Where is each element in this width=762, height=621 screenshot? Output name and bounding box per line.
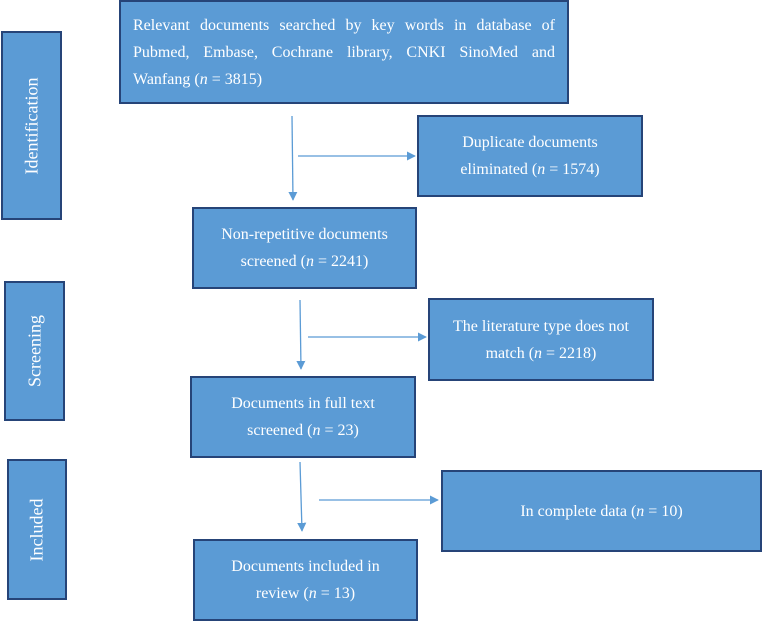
- full-text-n-value: = 23): [320, 422, 359, 439]
- full-text-line1: Documents in full text: [231, 395, 375, 412]
- incomplete-line1: In complete data (: [520, 502, 637, 520]
- incomplete-n-value: = 10): [644, 502, 683, 520]
- box-literature-type: The literature type does not match (n = …: [428, 298, 654, 381]
- non-repetitive-line1: Non-repetitive documents: [221, 226, 388, 243]
- included-line2-text: review (: [255, 585, 309, 602]
- full-text-n-label: n: [312, 422, 321, 439]
- box-full-text-documents: Documents in full text screened (n = 23): [190, 376, 416, 458]
- included-line2: review (n = 13): [231, 580, 379, 607]
- included-n-value: = 13): [316, 585, 356, 602]
- non-repetitive-line2-text: screened (: [240, 253, 306, 270]
- relevant-n-value: = 3815): [207, 70, 263, 88]
- literature-type-n-label: n: [534, 344, 543, 362]
- duplicate-n-label: n: [537, 161, 546, 178]
- full-text-line2-text: screened (: [247, 422, 313, 439]
- box-incomplete-data: In complete data (n = 10): [441, 470, 762, 552]
- full-text-line2: screened (n = 23): [231, 417, 375, 444]
- duplicate-n-value: = 1574): [545, 161, 600, 178]
- duplicate-line2: eliminated (n = 1574): [460, 156, 599, 183]
- included-line1: Documents included in: [231, 558, 380, 575]
- stage-included: Included: [7, 459, 67, 600]
- stage-screening-label: Screening: [24, 315, 44, 387]
- non-repetitive-line2: screened (n = 2241): [221, 248, 388, 275]
- arrow-nonrepetitive-to-fulltext: [296, 299, 306, 370]
- literature-type-line2: match (n = 2218): [453, 340, 629, 367]
- incomplete-n-label: n: [636, 502, 645, 520]
- box-relevant-documents: Relevant documents searched by key words…: [119, 0, 569, 104]
- literature-type-line1: The literature type does not: [453, 317, 629, 335]
- non-repetitive-n-value: = 2241): [313, 253, 369, 270]
- stage-included-label: Included: [26, 498, 47, 561]
- box-duplicate-documents-text: Duplicate documents eliminated (n = 1574…: [460, 129, 599, 183]
- box-documents-included-text: Documents included in review (n = 13): [231, 553, 379, 607]
- stage-identification: Identification: [1, 31, 62, 220]
- box-duplicate-documents: Duplicate documents eliminated (n = 1574…: [417, 115, 643, 197]
- box-literature-type-text: The literature type does not match (n = …: [453, 313, 629, 367]
- duplicate-line1: Duplicate documents: [462, 134, 598, 151]
- stage-screening: Screening: [4, 281, 65, 421]
- relevant-n-label: n: [199, 70, 208, 88]
- box-non-repetitive-documents: Non-repetitive documents screened (n = 2…: [192, 207, 417, 289]
- stage-identification-label: Identification: [21, 77, 41, 174]
- duplicate-line2-text: eliminated (: [460, 161, 538, 178]
- included-n-label: n: [308, 585, 317, 602]
- box-relevant-documents-text: Relevant documents searched by key words…: [133, 12, 555, 93]
- box-full-text-documents-text: Documents in full text screened (n = 23): [231, 390, 375, 444]
- arrow-relevant-to-nonrepetitive: [288, 115, 298, 201]
- relevant-text: Relevant documents searched by key words…: [133, 16, 555, 88]
- non-repetitive-n-label: n: [305, 253, 314, 270]
- box-documents-included: Documents included in review (n = 13): [193, 539, 418, 621]
- literature-type-n-value: = 2218): [542, 344, 597, 362]
- arrow-fulltext-to-included: [297, 461, 307, 532]
- box-non-repetitive-documents-text: Non-repetitive documents screened (n = 2…: [221, 221, 388, 275]
- box-incomplete-data-text: In complete data (n = 10): [520, 498, 682, 525]
- literature-type-line2-text: match (: [485, 344, 535, 362]
